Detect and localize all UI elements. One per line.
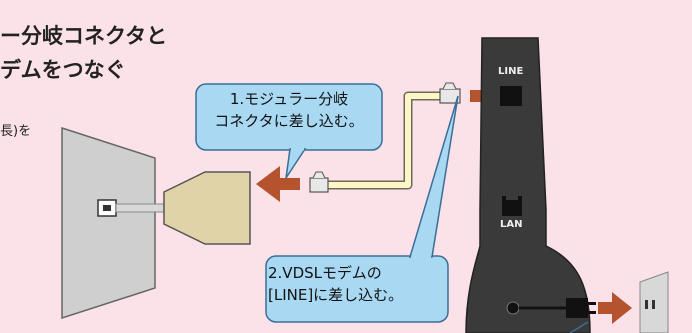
- page-title-line-1: ー分岐コネクタと: [0, 24, 168, 48]
- callout-step-2-line-1: 2.VDSLモデムの: [268, 264, 382, 282]
- callout-step-1: [195, 83, 383, 151]
- callout-step-1-line-1: 1.モジュラー分岐: [229, 90, 349, 108]
- power-plug: [566, 298, 588, 318]
- callout-step-2: [265, 255, 449, 323]
- callout-step-2-line-2: [LINE]に差し込む。: [268, 286, 404, 304]
- modem-line-label: LINE: [498, 66, 524, 77]
- wall-jack-slot: [103, 205, 111, 211]
- callout-step-1-text: 1.モジュラー分岐 コネクタに差し込む。: [196, 88, 382, 132]
- side-note-text: 長)を: [0, 124, 32, 139]
- callout-step-2-text: 2.VDSLモデムの [LINE]に差し込む。: [268, 262, 448, 306]
- arrow-into-splitter: [256, 166, 300, 202]
- modem-line-port: [500, 86, 522, 106]
- page-title-line-2: デムをつなぐ: [0, 58, 126, 82]
- wall-cable: [115, 203, 167, 213]
- cable-plug-splitter: [309, 177, 329, 193]
- modem-lan-label: LAN: [500, 219, 523, 230]
- modem-lan-port: [502, 196, 522, 216]
- callout-step-1-line-2: コネクタに差し込む。: [214, 112, 364, 130]
- vdsl-modem: [465, 37, 591, 333]
- wall-plate: [61, 126, 156, 320]
- arrow-into-outlet: [598, 292, 632, 324]
- modem-power-jack: [506, 301, 520, 315]
- modular-splitter-connector: [163, 171, 251, 245]
